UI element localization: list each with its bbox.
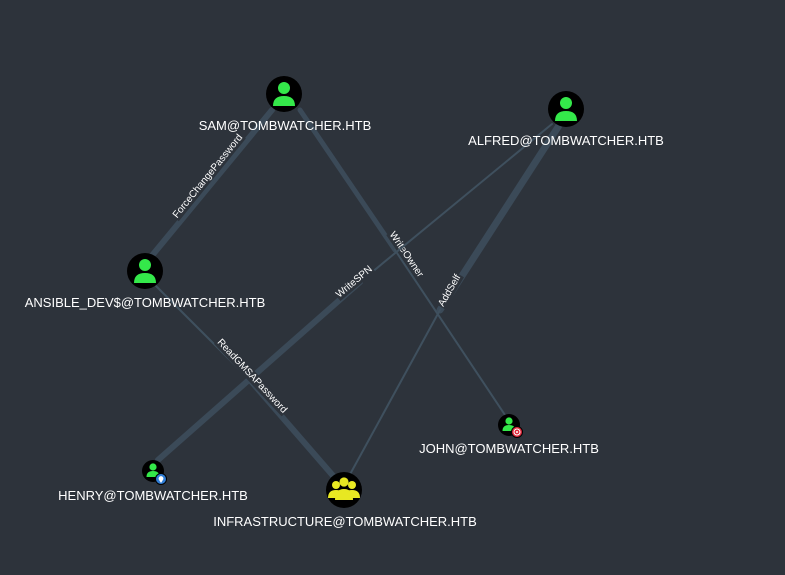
user-icon <box>502 417 516 431</box>
node-henry[interactable]: HENRY@TOMBWATCHER.HTB <box>58 460 248 503</box>
user-icon <box>273 82 295 106</box>
edge-addself[interactable]: AddSelf <box>347 120 564 479</box>
edge-label-backdrop <box>386 228 427 281</box>
edge-label-backdrop <box>435 271 464 310</box>
nodes-layer: SAM@TOMBWATCHER.HTB ALFRED@TOMBWATCHER.H… <box>25 76 664 529</box>
edge-label-backdrop <box>333 263 376 301</box>
node-alfred[interactable]: ALFRED@TOMBWATCHER.HTB <box>468 91 664 148</box>
edge-label-addself: AddSelf <box>436 273 463 309</box>
node-label-infrastructure: INFRASTRUCTURE@TOMBWATCHER.HTB <box>213 514 477 529</box>
node-infrastructure[interactable]: INFRASTRUCTURE@TOMBWATCHER.HTB <box>213 472 477 529</box>
edge-label-writespn: WriteSPN <box>334 264 375 301</box>
user-icon <box>555 97 577 121</box>
user-icon <box>134 259 156 283</box>
node-label-sam: SAM@TOMBWATCHER.HTB <box>199 118 372 133</box>
node-john[interactable]: JOHN@TOMBWATCHER.HTB <box>419 414 599 456</box>
node-ansible-dev[interactable]: ANSIBLE_DEV$@TOMBWATCHER.HTB <box>25 253 266 310</box>
node-label-ansible-dev: ANSIBLE_DEV$@TOMBWATCHER.HTB <box>25 295 266 310</box>
node-label-alfred: ALFRED@TOMBWATCHER.HTB <box>468 133 664 148</box>
node-label-henry: HENRY@TOMBWATCHER.HTB <box>58 488 248 503</box>
edge-label-backdrop <box>170 131 246 222</box>
owned-pin-icon <box>155 473 167 485</box>
group-icon <box>328 477 360 500</box>
node-sam[interactable]: SAM@TOMBWATCHER.HTB <box>199 76 372 133</box>
target-icon <box>511 426 523 438</box>
edge-label-backdrop <box>213 336 290 417</box>
edge-label-forcechangepassword: ForceChangePassword <box>171 132 245 220</box>
node-label-john: JOHN@TOMBWATCHER.HTB <box>419 441 599 456</box>
